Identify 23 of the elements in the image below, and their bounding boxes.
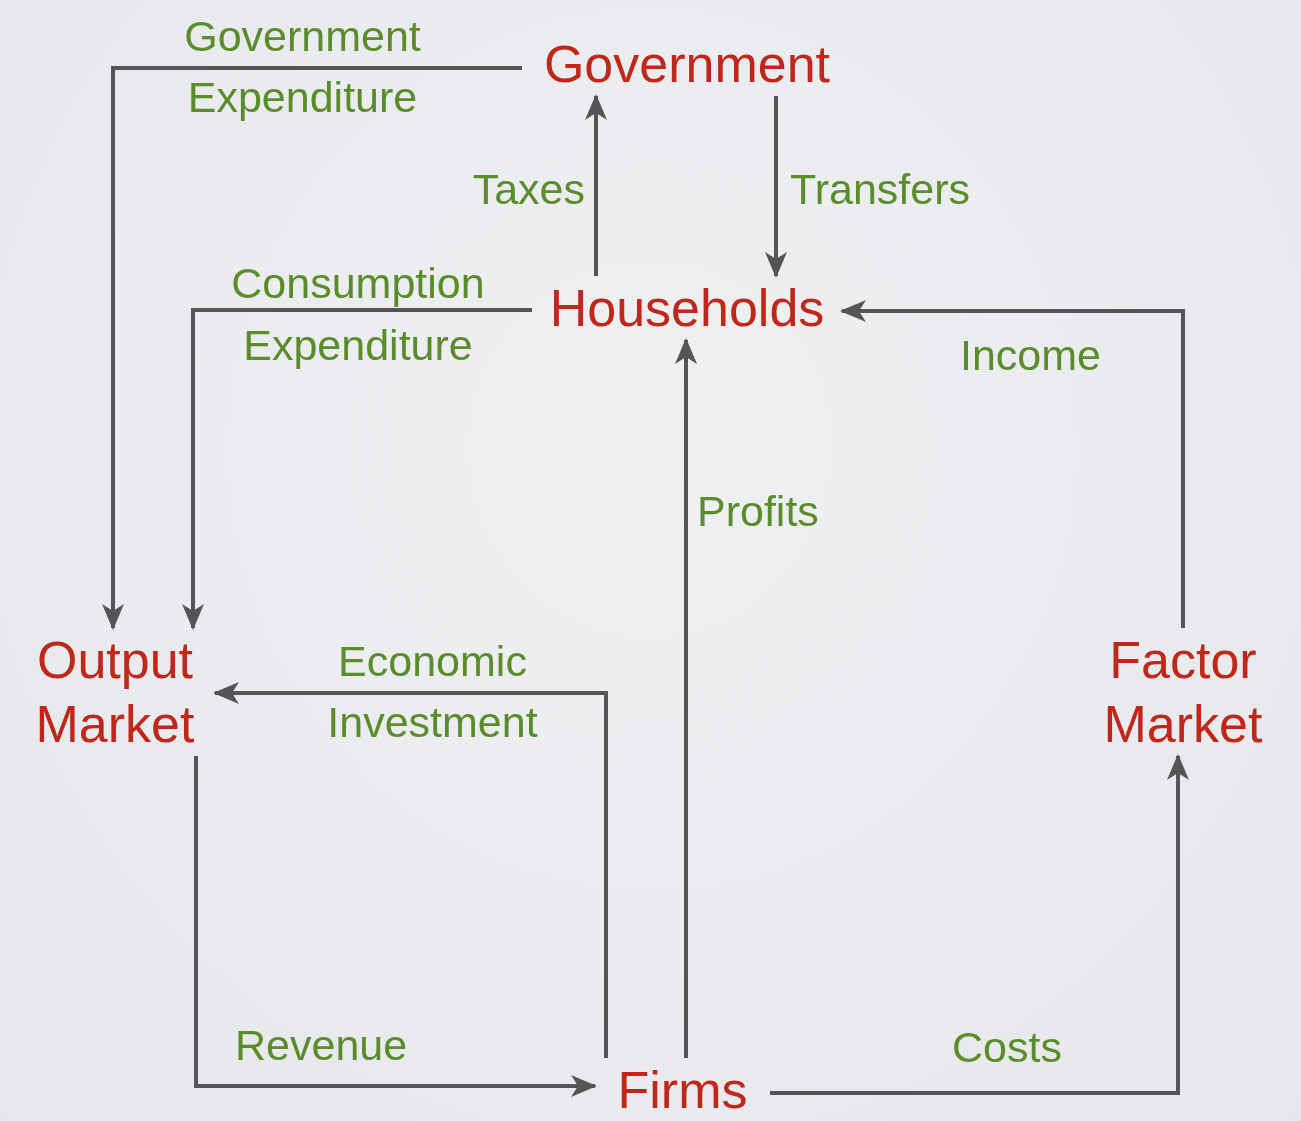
edge-label: Transfers bbox=[790, 164, 971, 215]
node-label: Government bbox=[543, 34, 831, 95]
edge-label: Revenue bbox=[235, 1020, 409, 1071]
flow-arrow bbox=[770, 754, 1189, 1095]
node-label: Households bbox=[549, 278, 825, 339]
node-label: Output Market bbox=[34, 630, 196, 755]
node-label: Factor Market bbox=[1102, 630, 1264, 755]
edge-label: Profits bbox=[697, 486, 820, 537]
flow-arrow bbox=[182, 308, 532, 630]
node-label: Firms bbox=[617, 1060, 748, 1121]
edge-label: Government Expenditure bbox=[183, 11, 422, 123]
flow-arrow bbox=[840, 300, 1185, 628]
edge-label: Income bbox=[960, 330, 1102, 381]
flow-arrow bbox=[213, 682, 608, 1058]
edge-label: Costs bbox=[952, 1022, 1063, 1073]
edge-label: Consumption Expenditure bbox=[230, 258, 486, 371]
flow-arrow bbox=[194, 756, 597, 1097]
edge-label: Taxes bbox=[471, 164, 585, 215]
flow-arrow bbox=[585, 94, 607, 276]
edge-label: Economic Investment bbox=[326, 636, 539, 748]
flow-arrow bbox=[102, 66, 522, 630]
flow-arrow bbox=[675, 338, 697, 1058]
flow-arrow bbox=[765, 96, 787, 278]
